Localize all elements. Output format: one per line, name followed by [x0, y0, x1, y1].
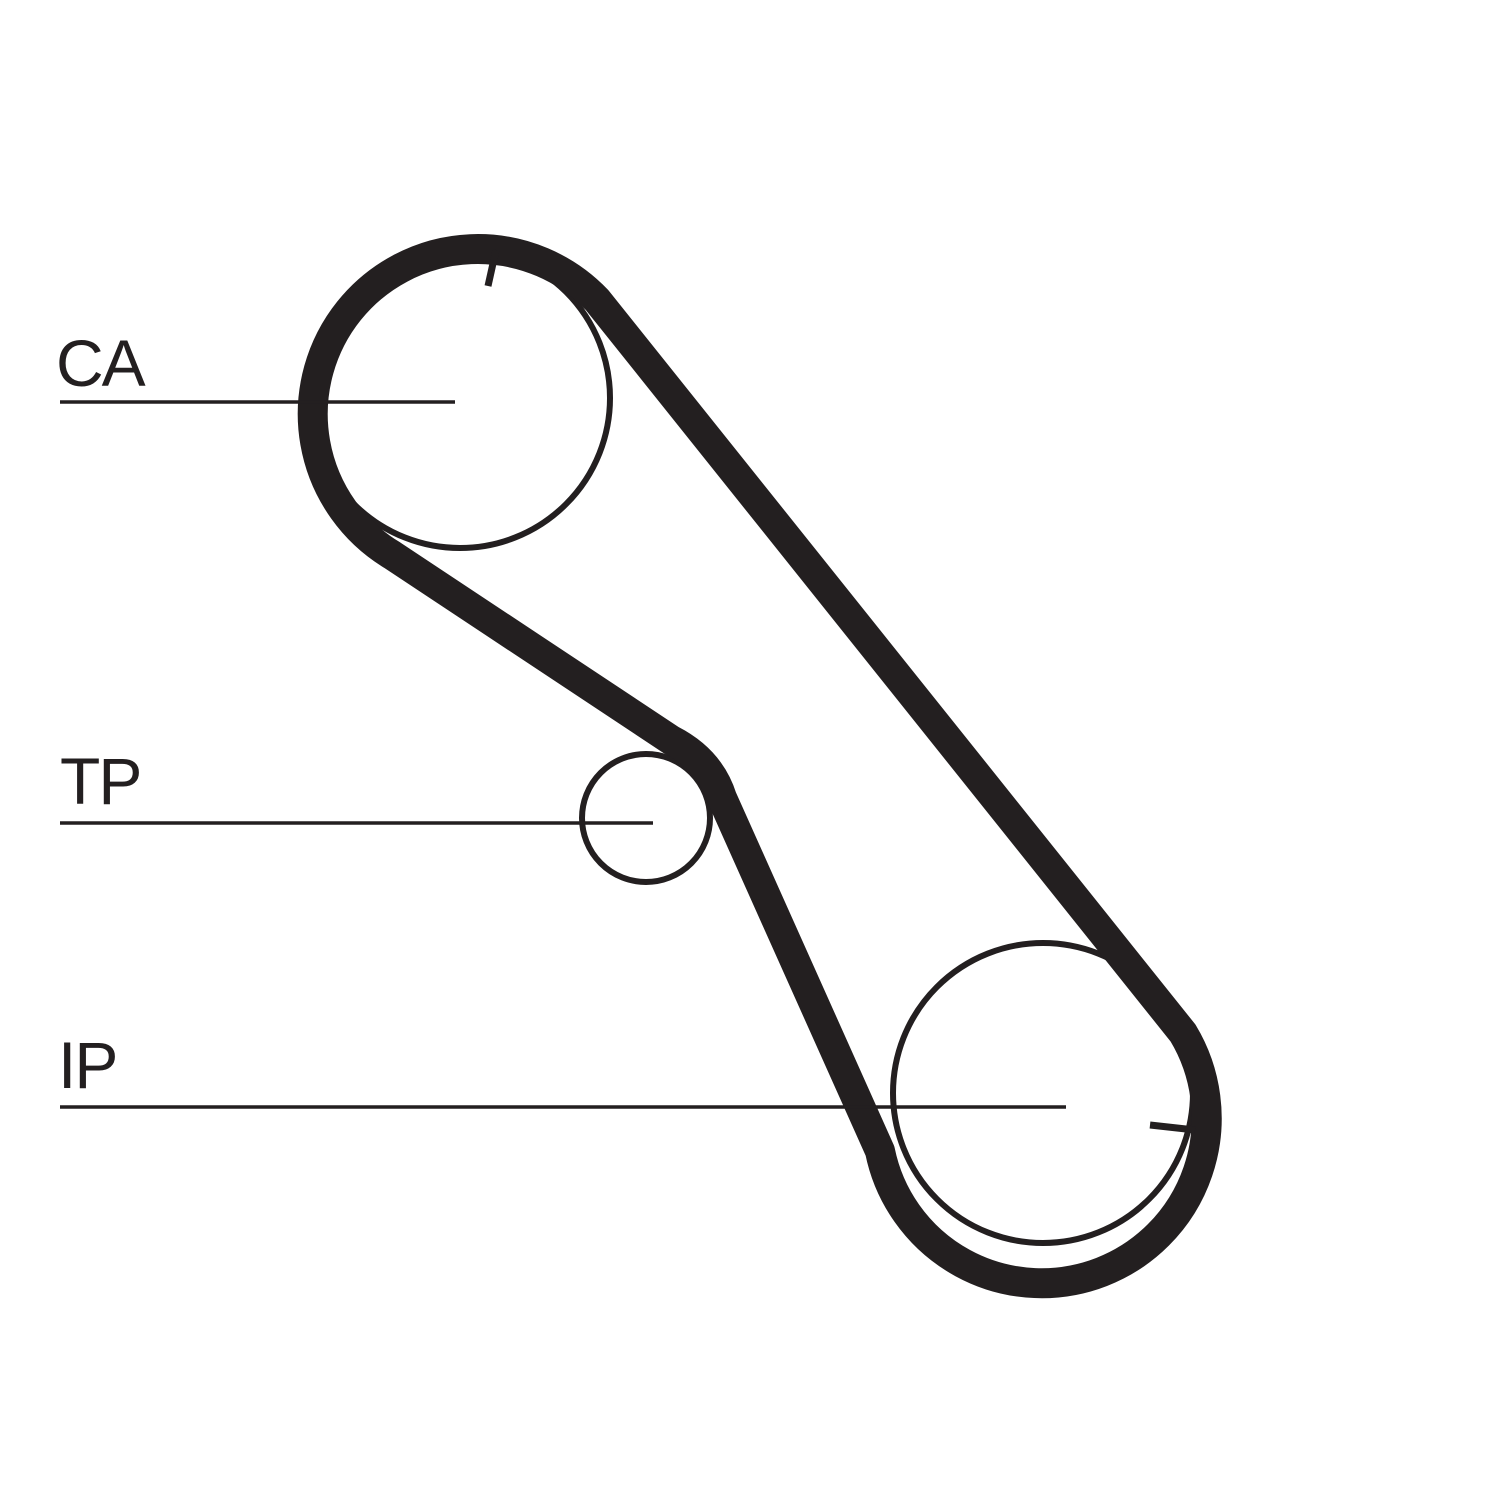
tensioner-label: TP	[60, 744, 140, 818]
timing-belt	[297, 234, 1222, 1299]
injection-pump-label: IP	[58, 1028, 116, 1102]
camshaft-label: CA	[56, 326, 146, 400]
injection-pump-timing-mark	[1149, 1121, 1196, 1134]
camshaft-timing-mark	[484, 249, 500, 287]
tensioner-pulley	[579, 751, 713, 885]
